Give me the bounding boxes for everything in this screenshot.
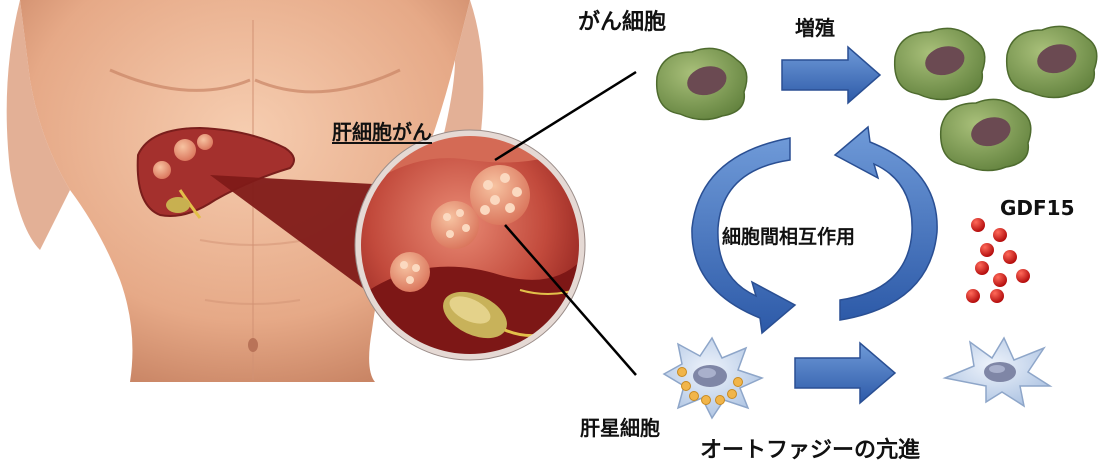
label-autophagy: オートファジーの亢進 [700, 440, 920, 462]
stellate-cell-activated [945, 338, 1050, 406]
label-gdf15: GDF15 [1000, 198, 1075, 218]
stellate-cell-source [664, 338, 762, 418]
tumor-nodule-large [470, 165, 530, 225]
cancer-cell-daughter-1 [895, 28, 985, 99]
label-proliferation: 増殖 [795, 18, 835, 38]
gdf15-molecules [966, 218, 1030, 303]
cancer-cell-daughter-3 [941, 99, 1031, 170]
proliferation-arrow [782, 47, 880, 103]
label-cell-interaction: 細胞間相互作用 [722, 228, 855, 247]
cancer-cell-source [657, 48, 747, 119]
cancer-cell-daughter-2 [1007, 26, 1097, 97]
pointer-line-cancer-cell [495, 72, 636, 160]
label-hepatocellular-carcinoma: 肝細胞がん [332, 122, 432, 142]
autophagy-arrow [795, 343, 895, 403]
label-stellate-cell: 肝星細胞 [580, 418, 660, 438]
label-cancer-cell: がん細胞 [578, 12, 666, 34]
tumor-nodule-mid [431, 201, 479, 249]
tumor-nodule-small [390, 252, 430, 292]
